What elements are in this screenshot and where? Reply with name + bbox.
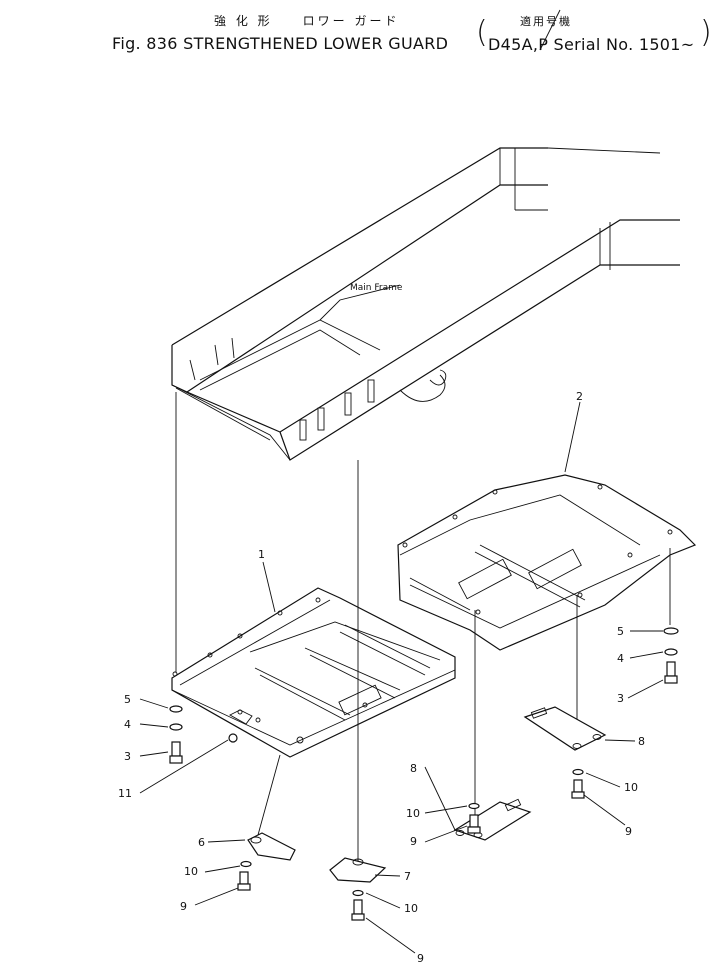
callout-5-left: 5	[124, 693, 131, 706]
open-paren: (	[476, 15, 488, 50]
callout-10-c: 10	[406, 807, 420, 820]
main-frame	[171, 9, 680, 461]
callout-8-left: 8	[410, 762, 417, 775]
figure-title: Fig. 836 STRENGTHENED LOWER GUARD	[112, 34, 449, 53]
fastener-stack-right	[663, 627, 679, 684]
callout-9-c: 9	[417, 952, 424, 964]
callout-9-d: 9	[625, 825, 632, 838]
japanese-title: 強 化 形 ロワー ガード	[214, 14, 400, 28]
lower-guard-1	[171, 587, 456, 758]
callout-1: 1	[258, 548, 265, 561]
lower-guard-2	[397, 474, 697, 651]
close-paren: )	[700, 15, 712, 50]
callout-10-a: 10	[184, 865, 198, 878]
main-frame-label: Main Frame	[350, 283, 403, 293]
japanese-applicable-models: 適用号機	[520, 15, 572, 28]
callout-8-right: 8	[638, 735, 645, 748]
fastener-stack-left	[169, 705, 183, 764]
cover-plate-7	[329, 857, 387, 921]
cover-plate-8-left	[453, 798, 532, 841]
callout-4-left: 4	[124, 718, 131, 731]
callout-11: 11	[118, 787, 132, 800]
callout-2: 2	[576, 390, 583, 403]
callout-4-right: 4	[617, 652, 624, 665]
callout-10-d: 10	[624, 781, 638, 794]
callout-3-right: 3	[617, 692, 624, 705]
nut-11	[228, 733, 238, 743]
callout-3-left: 3	[124, 750, 131, 763]
cover-plate-8-right	[523, 706, 607, 799]
callout-6: 6	[198, 836, 205, 849]
callout-10-b: 10	[404, 902, 418, 915]
callout-9-a: 9	[180, 900, 187, 913]
cover-plate-6	[237, 832, 296, 891]
applicable-models: D45A,P Serial No. 1501~	[488, 35, 695, 54]
callout-9-b: 9	[410, 835, 417, 848]
callout-5-right: 5	[617, 625, 624, 638]
callout-7: 7	[404, 870, 411, 883]
leader-lines	[139, 401, 664, 954]
